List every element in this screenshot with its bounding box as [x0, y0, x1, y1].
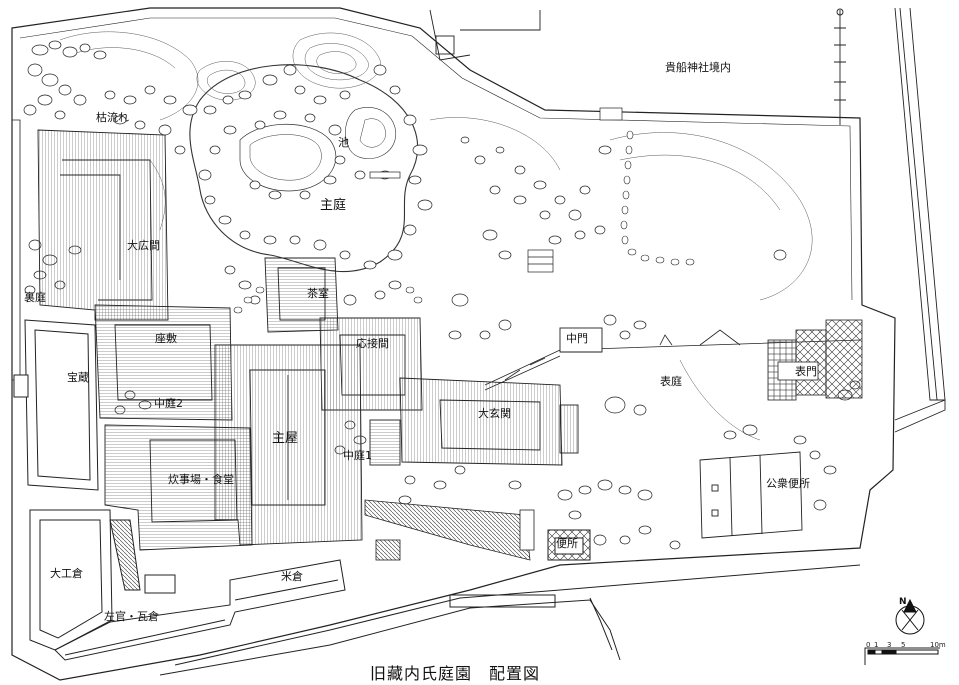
garden-stones [23, 40, 861, 550]
label-urantei: 裏庭 [24, 291, 46, 304]
label-chashitsu: 茶室 [307, 287, 329, 300]
garden-steps [369, 107, 623, 273]
label-zashiki: 座敷 [155, 332, 177, 345]
label-hozo: 宝蔵 [67, 371, 89, 384]
entrance-approach [364, 499, 535, 561]
stepping-stone-path [233, 130, 695, 314]
scale-tick-5: 5 [901, 641, 906, 649]
label-omoteniwa: 表庭 [660, 375, 682, 388]
compass-icon [895, 598, 925, 635]
scale-tick-1: 1 [874, 641, 879, 649]
label-nakaniwa1: 中庭1 [343, 449, 372, 462]
label-ooGenkan: 大玄関 [478, 407, 511, 420]
label-ike: 池 [338, 136, 349, 149]
omotemon-gate [767, 319, 863, 401]
label-daikugura: 大工倉 [50, 567, 83, 580]
label-omotemon: 表門 [795, 365, 817, 378]
building-roofs [37, 129, 579, 551]
scale-bar [867, 649, 939, 655]
map-title: 旧藏内氏庭園 配置図 [370, 664, 541, 683]
pond [189, 64, 419, 273]
label-omoya: 主屋 [272, 431, 299, 446]
label-benjo: 便所 [556, 537, 578, 550]
public-toilet [699, 451, 803, 539]
label-karenagare: 枯流れ [96, 111, 129, 124]
scale-tick-10m: 10m [930, 641, 946, 649]
storehouse-hozo [13, 319, 99, 491]
road [159, 564, 940, 676]
shrine-walls [429, 7, 946, 433]
scale-tick-3: 3 [887, 641, 892, 649]
nakamon-gate [559, 327, 603, 353]
compass-north-label: N [899, 597, 907, 607]
label-nakamon: 中門 [566, 332, 588, 345]
storehouses-south [29, 509, 346, 661]
label-nakaniwa2: 中庭2 [154, 397, 183, 410]
label-oosetsuma: 応接間 [356, 337, 389, 350]
label-koshubenjo: 公衆便所 [766, 477, 810, 490]
label-sakan-kawaragura: 左官・瓦倉 [104, 610, 159, 623]
scale-tick-0: 0 [866, 641, 871, 649]
toilet-benjo [547, 529, 591, 561]
label-shutei: 主庭 [320, 198, 347, 213]
label-kifune-shrine: 貴船神社境内 [665, 61, 731, 74]
label-suijiba: 炊事場・食堂 [168, 473, 234, 486]
label-oohiroma: 大広間 [127, 239, 160, 252]
label-komegura: 米倉 [281, 570, 303, 583]
